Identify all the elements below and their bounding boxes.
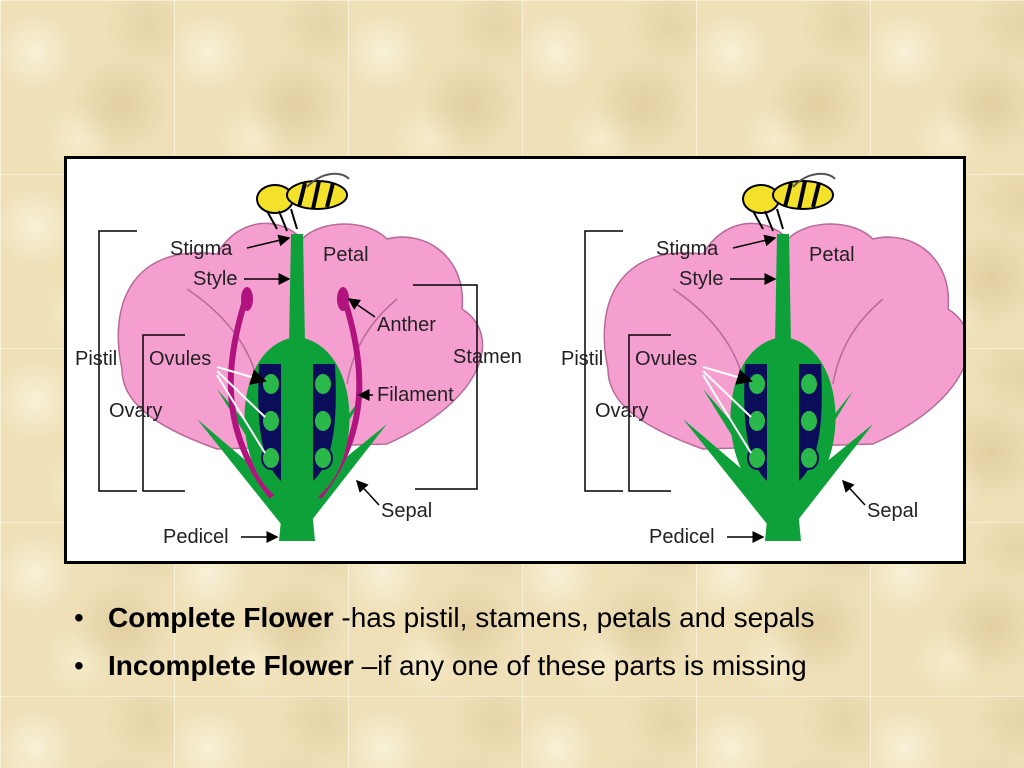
label-pistil: Pistil bbox=[75, 348, 117, 370]
desc-complete-flower: -has pistil, stamens, petals and sepals bbox=[333, 602, 815, 633]
label-petal: Petal bbox=[323, 244, 369, 266]
incomplete-brackets bbox=[584, 230, 671, 492]
complete-pistil bbox=[244, 234, 350, 541]
incomplete-arrows bbox=[702, 234, 866, 543]
label-anther: Anther bbox=[377, 314, 436, 336]
complete-brackets bbox=[98, 230, 478, 492]
flower-diagram-frame: Stigma Style Petal Anther Stamen Pistil … bbox=[64, 156, 966, 564]
bullet-incomplete-flower: Incomplete Flower –if any one of these p… bbox=[70, 644, 990, 692]
label-ovules: Ovules bbox=[149, 348, 211, 370]
label-stamen: Stamen bbox=[453, 346, 522, 368]
label-sepal: Sepal bbox=[867, 500, 918, 522]
label-stigma: Stigma bbox=[170, 238, 233, 260]
label-style: Style bbox=[679, 268, 723, 290]
incomplete-pistil bbox=[730, 234, 836, 541]
label-sepal: Sepal bbox=[381, 500, 432, 522]
incomplete-flower: Stigma Style Petal Pistil Ovules Ovary S… bbox=[561, 172, 963, 548]
flower-diagram: Stigma Style Petal Anther Stamen Pistil … bbox=[75, 172, 963, 548]
label-filament: Filament bbox=[377, 384, 454, 406]
label-ovary: Ovary bbox=[109, 400, 162, 422]
complete-arrows bbox=[216, 234, 380, 543]
term-complete-flower: Complete Flower bbox=[108, 602, 334, 633]
label-pedicel: Pedicel bbox=[649, 526, 715, 548]
label-pistil: Pistil bbox=[561, 348, 603, 370]
bullet-complete-flower: Complete Flower -has pistil, stamens, pe… bbox=[70, 596, 990, 644]
label-petal: Petal bbox=[809, 244, 855, 266]
bee-icon bbox=[742, 172, 836, 232]
complete-flower: Stigma Style Petal Anther Stamen Pistil … bbox=[75, 172, 522, 548]
definition-list: Complete Flower -has pistil, stamens, pe… bbox=[70, 596, 990, 692]
term-incomplete-flower: Incomplete Flower bbox=[108, 650, 354, 681]
label-pedicel: Pedicel bbox=[163, 526, 229, 548]
label-style: Style bbox=[193, 268, 237, 290]
label-ovary: Ovary bbox=[595, 400, 648, 422]
bee-icon bbox=[256, 172, 350, 232]
label-ovules: Ovules bbox=[635, 348, 697, 370]
desc-incomplete-flower: –if any one of these parts is missing bbox=[353, 650, 807, 681]
label-stigma: Stigma bbox=[656, 238, 719, 260]
